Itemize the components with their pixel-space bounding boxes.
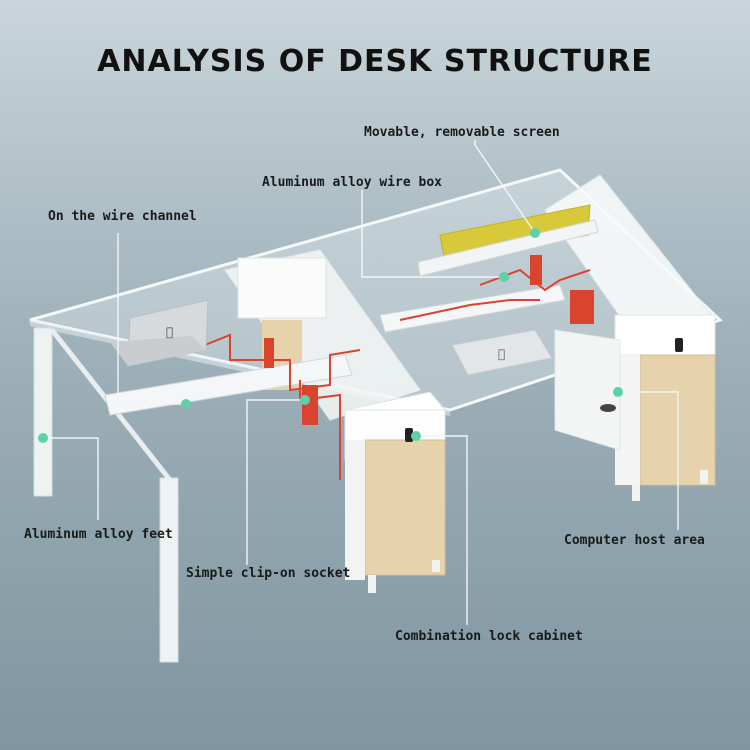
callout-screen: Movable, removable screen (364, 125, 560, 140)
lock-cabinet-body-wood (364, 439, 446, 576)
marker-host-area (613, 387, 623, 397)
cable-grommet (600, 404, 616, 412)
lock-cabinet-side (345, 440, 365, 580)
leader-socket (246, 399, 305, 565)
callout-socket: Simple clip-on socket (186, 566, 351, 581)
leader-screen (474, 140, 536, 234)
host-cabinet-top (614, 314, 716, 356)
cabinet-foot-right (432, 560, 440, 572)
wire-box-rail-back (379, 284, 566, 333)
leader-lines (43, 140, 679, 625)
marker-lock-cabinet (411, 431, 421, 441)
markers (38, 228, 623, 443)
socket-red-left (264, 338, 274, 368)
leader-feet (43, 437, 99, 520)
left-drawer-box (237, 257, 327, 319)
callout-host-area: Computer host area (564, 533, 705, 548)
callout-lock-cabinet: Combination lock cabinet (395, 629, 583, 644)
marker-feet (38, 433, 48, 443)
aluminum-leg-front (159, 477, 179, 663)
leader-lock-cabinet (416, 435, 468, 625)
host-area-panel (554, 329, 621, 451)
aluminum-leg-left (33, 327, 53, 497)
lock-icon (405, 428, 413, 442)
socket-red-right-1 (530, 255, 542, 285)
leader-wire-channel (117, 233, 186, 405)
laptop-right-logo:  (498, 347, 505, 361)
callout-wire-box: Aluminum alloy wire box (262, 175, 443, 190)
host-foot-right (700, 470, 708, 484)
marker-wire-box (499, 272, 509, 282)
cabinet-foot-left (368, 575, 376, 593)
callout-feet: Aluminum alloy feet (24, 527, 173, 542)
leader-host-area (618, 391, 679, 530)
leader-wire-box (361, 190, 504, 278)
callout-wire-channel: On the wire channel (48, 209, 197, 224)
host-lock-icon (675, 338, 683, 352)
laptop-left-base (110, 336, 206, 366)
marker-wire-channel (181, 399, 191, 409)
laptop-left-logo:  (166, 325, 173, 339)
page-title: ANALYSIS OF DESK STRUCTURE (97, 44, 653, 79)
socket-red-center (302, 385, 318, 425)
marker-socket (300, 395, 310, 405)
host-foot-left (632, 485, 640, 501)
laptop-right (451, 329, 553, 376)
marker-screen (530, 228, 540, 238)
socket-red-right-2 (570, 290, 594, 324)
